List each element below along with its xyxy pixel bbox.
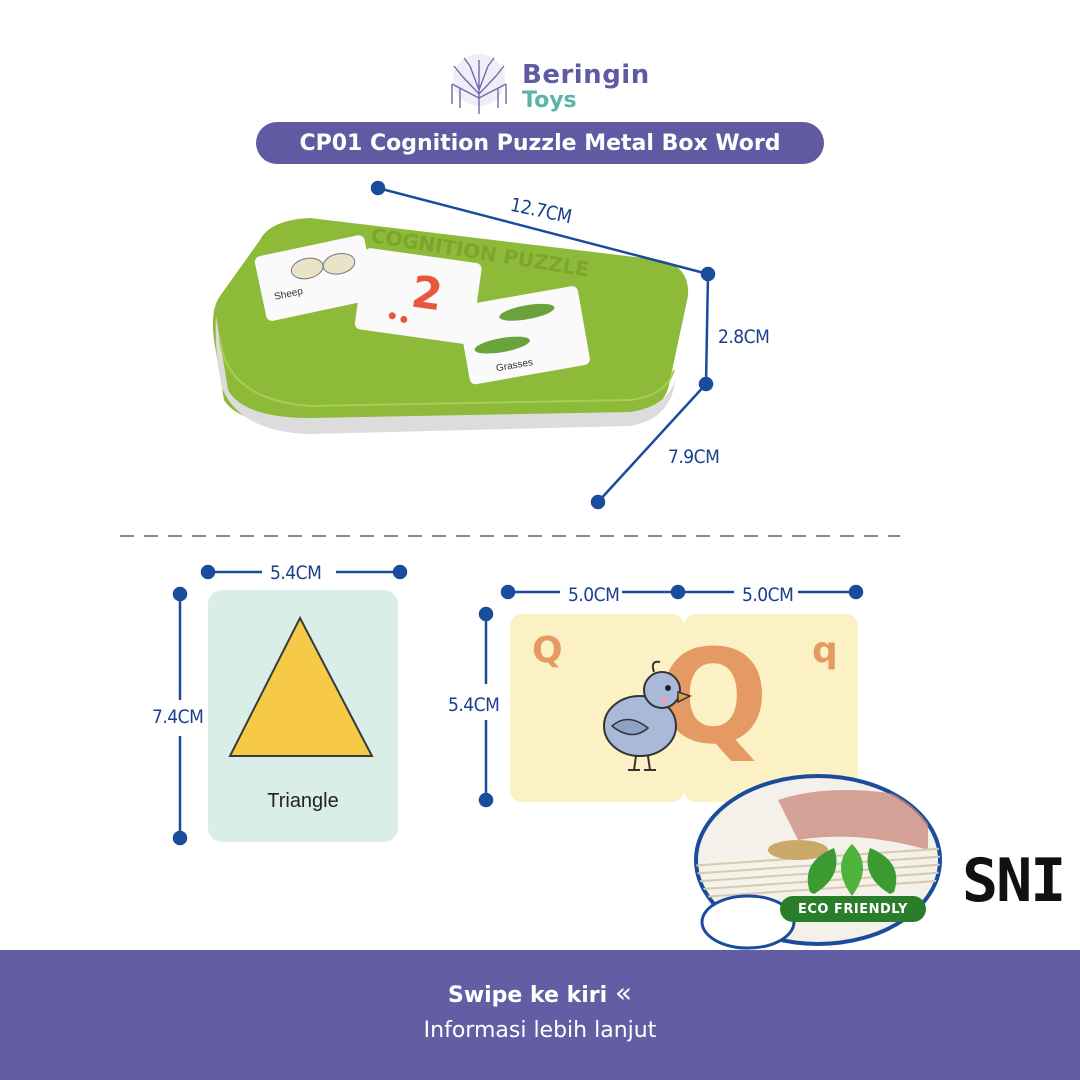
dimension-letter-card-height: 5.4CM [448, 694, 500, 716]
footer-banner [0, 950, 1080, 1080]
more-info-text: Informasi lebih lanjut [423, 1018, 657, 1043]
eco-friendly-badge: ECO FRIENDLY [780, 896, 926, 922]
product-title: CP01 Cognition Puzzle Metal Box Word [256, 122, 824, 164]
letter-uppercase-small: Q [532, 630, 563, 671]
swipe-text: Swipe ke kiri [447, 983, 608, 1008]
eco-leaf-icon [807, 844, 897, 896]
dimension-box-height: 2.8CM [718, 326, 770, 348]
swipe-instruction[interactable]: Swipe ke kiri « [0, 976, 1080, 1009]
sni-logo: SNI [962, 846, 1066, 916]
brand-name-secondary: Toys [522, 88, 577, 113]
metal-box-illustration: COGNITION PUZZLE Sheep 2 Grasses [212, 218, 689, 434]
letter-lowercase-small: q [812, 630, 838, 671]
shape-card-dimension-lines [172, 564, 408, 846]
dimension-letter-card-left-width: 5.0CM [568, 584, 620, 606]
box-card-sheep: Sheep [254, 235, 376, 321]
box-card-number: 2 [354, 248, 482, 345]
dashed-divider [120, 535, 900, 537]
dimension-shape-card-width: 5.4CM [270, 562, 322, 584]
box-dimension-lines [370, 180, 716, 510]
dimension-shape-card-height: 7.4CM [152, 706, 204, 728]
dimension-box-width: 7.9CM [668, 446, 720, 468]
box-card-grasses: Grasses [457, 286, 590, 385]
quail-bird-icon [603, 660, 692, 771]
triangle-shape [228, 615, 374, 757]
brand-name: Beringin [522, 60, 650, 90]
card-number: 2 [408, 267, 445, 322]
tree-logo-icon [451, 54, 507, 114]
dimension-letter-card-right-width: 5.0CM [742, 584, 794, 606]
letter-card-right [684, 614, 858, 802]
double-chevron-left-icon: « [614, 976, 633, 1009]
letter-card-dimension-lines [478, 584, 864, 808]
shape-card-label: Triangle [267, 790, 339, 812]
